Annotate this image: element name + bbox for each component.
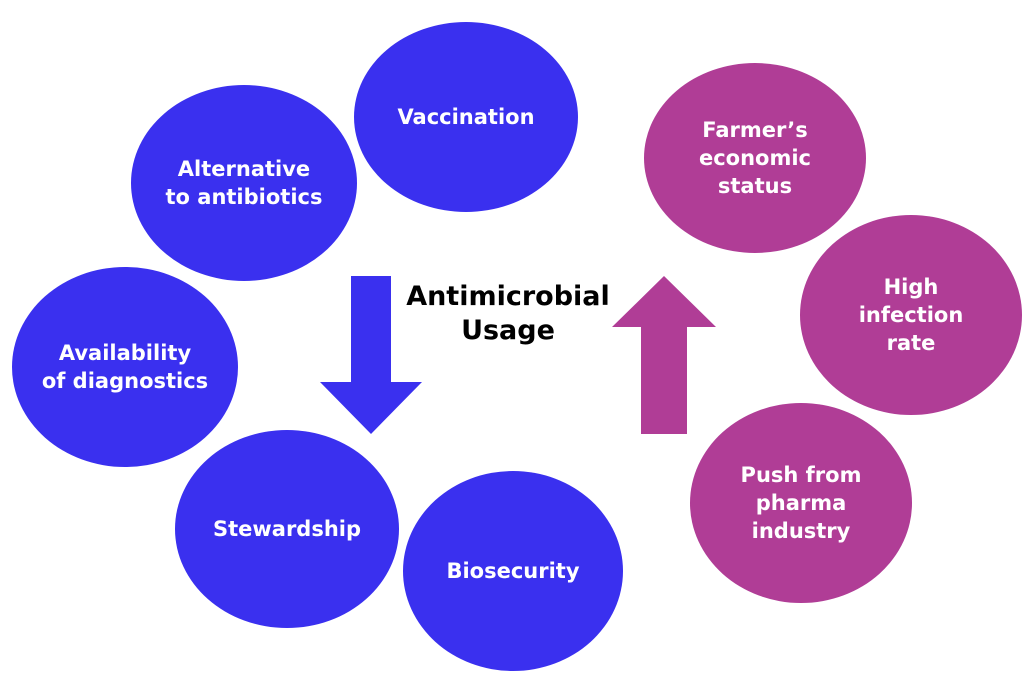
node-farmer-line-1: Farmer’s — [702, 118, 808, 142]
node-infection-line-1: High — [883, 275, 939, 299]
node-pharma-line-2: pharma — [755, 491, 847, 515]
node-stewardship: Stewardship — [175, 430, 399, 628]
node-alternative-to-antibiotics: Alternative to antibiotics — [131, 85, 357, 281]
center-title-line-2: Usage — [461, 315, 555, 346]
node-availability-of-diagnostics: Availability of diagnostics — [12, 267, 238, 467]
node-high-infection-rate: High infection rate — [800, 215, 1022, 415]
arrow-up-icon — [612, 276, 716, 434]
node-biosecurity: Biosecurity — [403, 471, 623, 671]
node-biosecurity-line-1: Biosecurity — [446, 559, 580, 583]
node-pharma-line-3: industry — [751, 519, 851, 543]
center-title-line-1: Antimicrobial — [406, 281, 610, 312]
node-diagnostics-line-2: of diagnostics — [41, 369, 209, 393]
node-stewardship-line-1: Stewardship — [212, 517, 362, 541]
node-push-from-pharma-industry: Push from pharma industry — [690, 403, 912, 603]
center-title: Antimicrobial Usage — [398, 280, 618, 348]
node-alternative-line-2: to antibiotics — [165, 185, 323, 209]
arrow-down-icon — [320, 276, 422, 434]
node-diagnostics-line-1: Availability — [58, 341, 192, 365]
node-farmer-line-3: status — [717, 174, 793, 198]
node-infection-line-2: infection — [858, 303, 964, 327]
arrow-down-shape — [320, 276, 422, 434]
node-farmer-line-2: economic — [698, 146, 812, 170]
node-vaccination-line-1: Vaccination — [397, 105, 535, 129]
node-vaccination: Vaccination — [354, 22, 578, 212]
node-farmers-economic-status: Farmer’s economic status — [644, 63, 866, 253]
arrow-up-shape — [612, 276, 716, 434]
node-alternative-line-1: Alternative — [177, 157, 311, 181]
node-infection-line-3: rate — [886, 331, 936, 355]
node-pharma-line-1: Push from — [740, 463, 862, 487]
